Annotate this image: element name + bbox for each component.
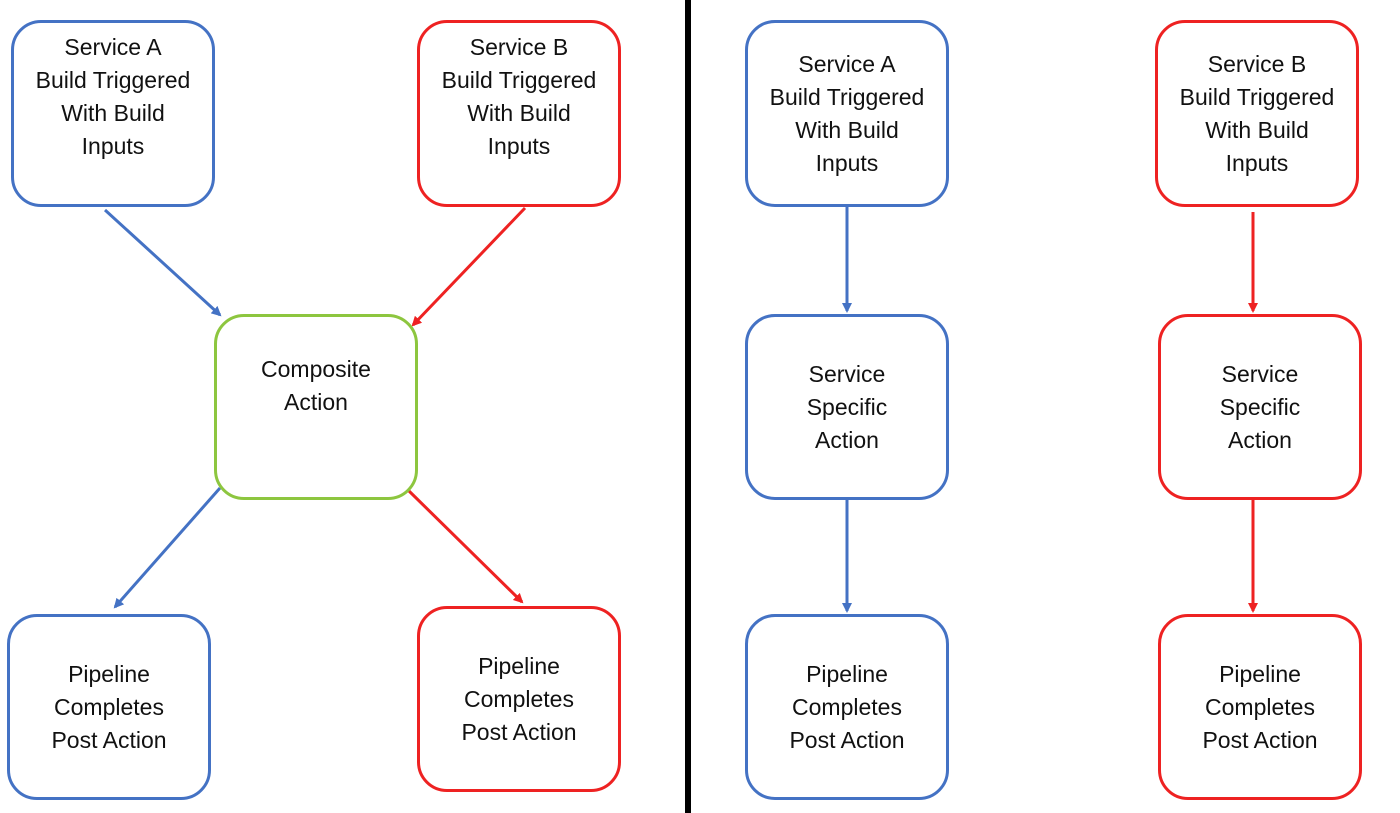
left-service-b-trigger-box: Service B Build Triggered With Build Inp… (417, 20, 621, 207)
right-pipeline-a-box: Pipeline Completes Post Action (745, 614, 949, 800)
right-service-b-action-box: Service Specific Action (1158, 314, 1362, 500)
box-text-line: Completes (464, 685, 574, 712)
box-text-line: Service B (469, 34, 569, 60)
left-service-a-trigger-box: Service A Build Triggered With Build Inp… (11, 20, 215, 207)
box-text-line: Completes (792, 693, 902, 720)
box-text-line: With Build (61, 100, 165, 126)
box-text-line: Pipeline (68, 660, 150, 687)
box-text-line: Service B (1207, 50, 1307, 77)
box-text-line: Service A (64, 34, 162, 60)
box-text-line: Inputs (815, 149, 879, 176)
box-text-line: Post Action (461, 718, 577, 745)
panel-divider (685, 0, 691, 813)
box-text-line: Inputs (487, 133, 551, 159)
box-text-line: Specific (1219, 393, 1301, 420)
box-text-line: Build Triggered (441, 67, 597, 93)
arrow-composite-to-pipeline-b (407, 489, 524, 604)
box-text-line: Post Action (51, 726, 167, 753)
right-service-a-action-box: Service Specific Action (745, 314, 949, 500)
box-text-line: Build Triggered (1179, 83, 1335, 110)
box-text-line: Pipeline (806, 660, 888, 687)
box-text-line: Inputs (1225, 149, 1289, 176)
right-service-b-trigger-box: Service B Build Triggered With Build Inp… (1155, 20, 1359, 207)
left-pipeline-a-box: Pipeline Completes Post Action (7, 614, 211, 800)
box-text-line: Inputs (81, 133, 145, 159)
composite-action-box: Composite Action (214, 314, 418, 500)
box-text-line: Service (1221, 360, 1299, 387)
box-text-line: With Build (795, 116, 899, 143)
box-text-line: Action (284, 389, 348, 415)
arrow-service-a-to-composite (103, 208, 222, 317)
box-text-line: Action (1228, 426, 1292, 453)
box-text-line: Post Action (789, 726, 905, 753)
box-text-line: Pipeline (478, 652, 560, 679)
arrow-service-b-to-composite (411, 206, 527, 327)
right-service-a-trigger-box: Service A Build Triggered With Build Inp… (745, 20, 949, 207)
box-text-line: Service A (798, 50, 896, 77)
box-text-line: Action (815, 426, 879, 453)
box-text-line: Specific (806, 393, 888, 420)
box-text-line: Build Triggered (35, 67, 191, 93)
box-text-line: Composite (261, 356, 371, 382)
box-text-line: Service (808, 360, 886, 387)
box-text-line: Completes (1205, 693, 1315, 720)
box-text-line: With Build (1205, 116, 1309, 143)
right-pipeline-b-box: Pipeline Completes Post Action (1158, 614, 1362, 800)
box-text-line: With Build (467, 100, 571, 126)
left-pipeline-b-box: Pipeline Completes Post Action (417, 606, 621, 792)
box-text-line: Completes (54, 693, 164, 720)
box-text-line: Build Triggered (769, 83, 925, 110)
box-text-line: Post Action (1202, 726, 1318, 753)
box-text-line: Pipeline (1219, 660, 1301, 687)
arrow-composite-to-pipeline-a (113, 487, 222, 609)
